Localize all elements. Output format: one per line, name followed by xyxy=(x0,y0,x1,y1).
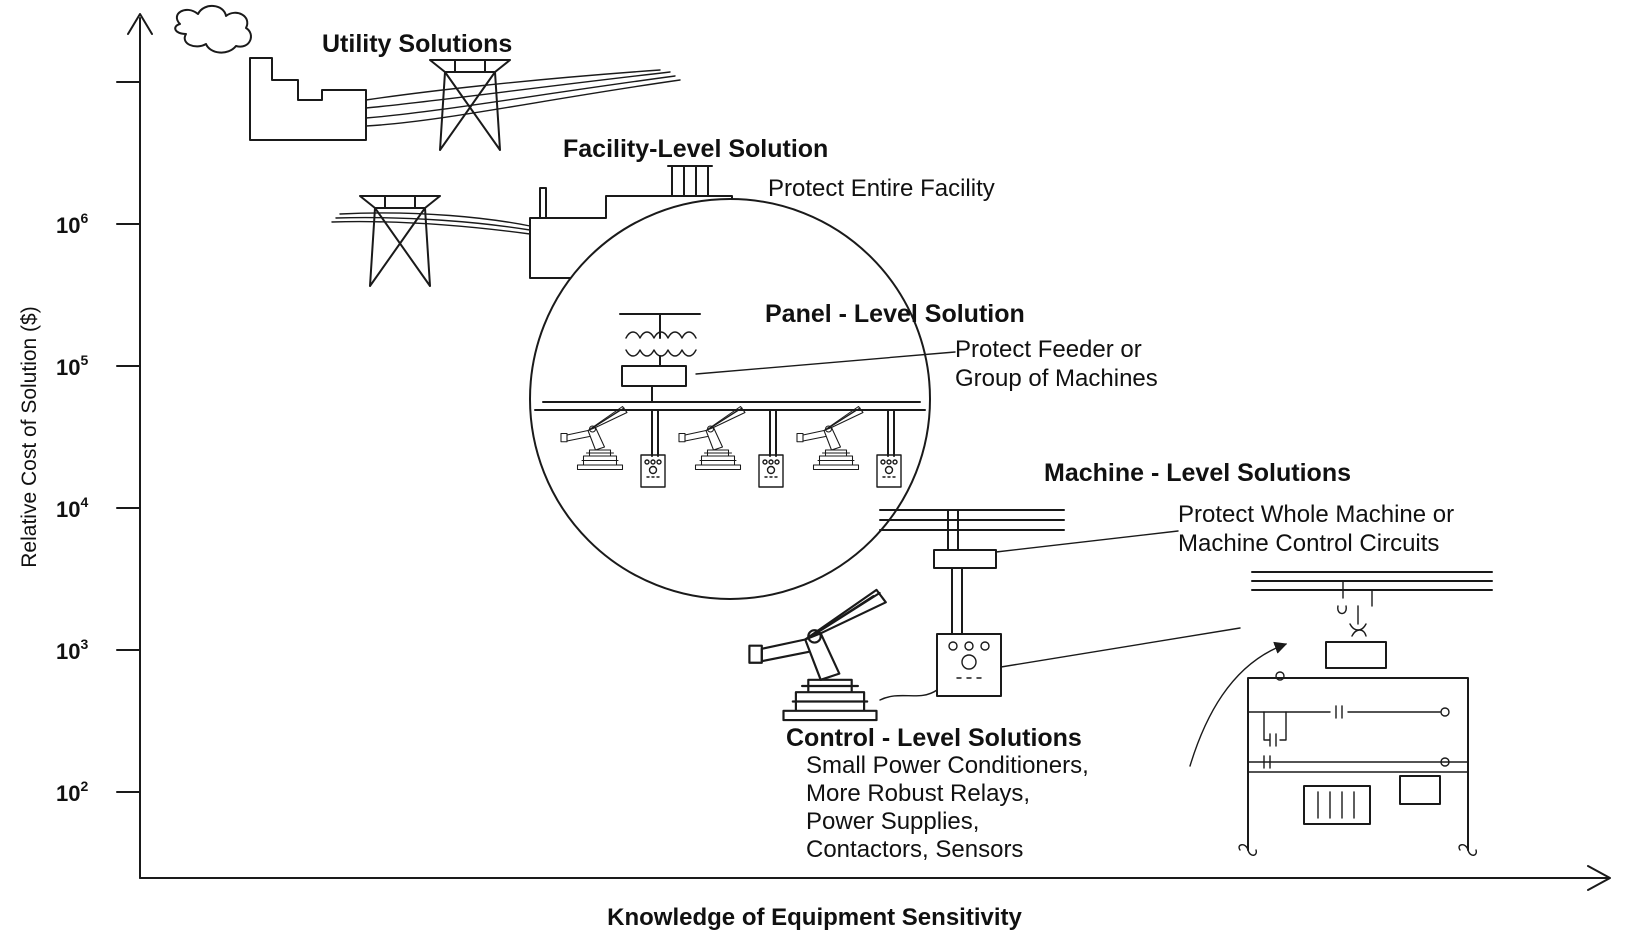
y-tick-label: 104 xyxy=(56,494,89,522)
control-contactor xyxy=(1399,775,1441,805)
control-conditioner xyxy=(1325,641,1387,669)
x-axis-arrow xyxy=(1587,865,1611,891)
x-axis-label: Knowledge of Equipment Sensitivity xyxy=(607,904,1022,931)
power-plant xyxy=(249,57,367,141)
control-node xyxy=(1275,671,1285,681)
machine-drop xyxy=(947,509,959,551)
panel-illustration xyxy=(529,198,956,600)
y-axis-arrow xyxy=(127,13,153,35)
y-axis-label: Relative Cost of Solution ($) xyxy=(18,306,41,568)
panel-title: Panel - Level Solution xyxy=(765,300,1025,328)
control-bus xyxy=(1251,571,1493,591)
panel-conditioner xyxy=(621,365,687,387)
facility-desc: Protect Entire Facility xyxy=(768,175,995,202)
machine-illustration xyxy=(748,509,1241,722)
machine-cabinet xyxy=(936,633,1002,697)
transformer-primary xyxy=(625,331,697,339)
panel-pointer xyxy=(695,351,956,375)
panel-desc-line: Group of Machines xyxy=(955,365,1158,392)
control-node xyxy=(1440,757,1450,767)
control-relay xyxy=(1303,785,1371,825)
y-tick-label: 103 xyxy=(56,636,89,664)
y-tick-label: 102 xyxy=(56,778,89,806)
control-desc-line: Small Power Conditioners, xyxy=(806,752,1089,779)
machine-cable xyxy=(879,689,938,701)
control-contact xyxy=(1263,711,1287,747)
control-relay-bars xyxy=(1317,791,1355,819)
facility-chimney xyxy=(539,187,547,219)
facility-title: Facility-Level Solution xyxy=(563,135,829,163)
control-title: Control - Level Solutions xyxy=(786,724,1082,752)
control-arrow xyxy=(1189,641,1288,767)
machine-desc-line: Machine Control Circuits xyxy=(1178,530,1440,557)
utility-illustration xyxy=(174,5,681,151)
control-desc-line: Power Supplies, xyxy=(806,808,980,835)
control-node xyxy=(1440,707,1450,717)
machine-to-control-pointer xyxy=(1000,627,1241,668)
transmission-tower xyxy=(359,195,441,287)
control-illustration xyxy=(1189,571,1493,856)
machine-conditioner xyxy=(933,549,997,569)
panel-magnifier xyxy=(529,198,931,600)
machine-title: Machine - Level Solutions xyxy=(1044,459,1351,487)
utility-title: Utility Solutions xyxy=(322,30,513,58)
machine-robot xyxy=(748,588,887,722)
panel-bus xyxy=(534,401,926,411)
control-transformer xyxy=(1337,605,1367,637)
axes xyxy=(116,13,1611,891)
machine-bus xyxy=(879,509,1065,531)
control-taps xyxy=(1342,580,1373,607)
control-wire-ends xyxy=(1238,844,1478,856)
y-tick-label: 105 xyxy=(56,352,89,380)
panel-feeders xyxy=(651,409,895,457)
y-tick-label: 106 xyxy=(56,210,89,238)
machine-desc-line: Protect Whole Machine or xyxy=(1178,501,1455,528)
panel-desc-line: Protect Feeder or xyxy=(955,336,1142,363)
control-panel-frame xyxy=(1247,677,1469,851)
facility-feed-lines xyxy=(331,212,531,235)
facility-stacks xyxy=(667,165,713,197)
control-desc-line: Contactors, Sensors xyxy=(806,836,1024,863)
control-contact-2 xyxy=(1263,755,1271,769)
control-desc-line: More Robust Relays, xyxy=(806,780,1031,807)
machine-pointer xyxy=(995,530,1179,553)
power-lines xyxy=(365,69,681,127)
machine-feed xyxy=(951,567,963,635)
control-rung xyxy=(1247,705,1441,719)
smoke-cloud xyxy=(174,5,252,54)
control-rung-2 xyxy=(1247,761,1469,773)
